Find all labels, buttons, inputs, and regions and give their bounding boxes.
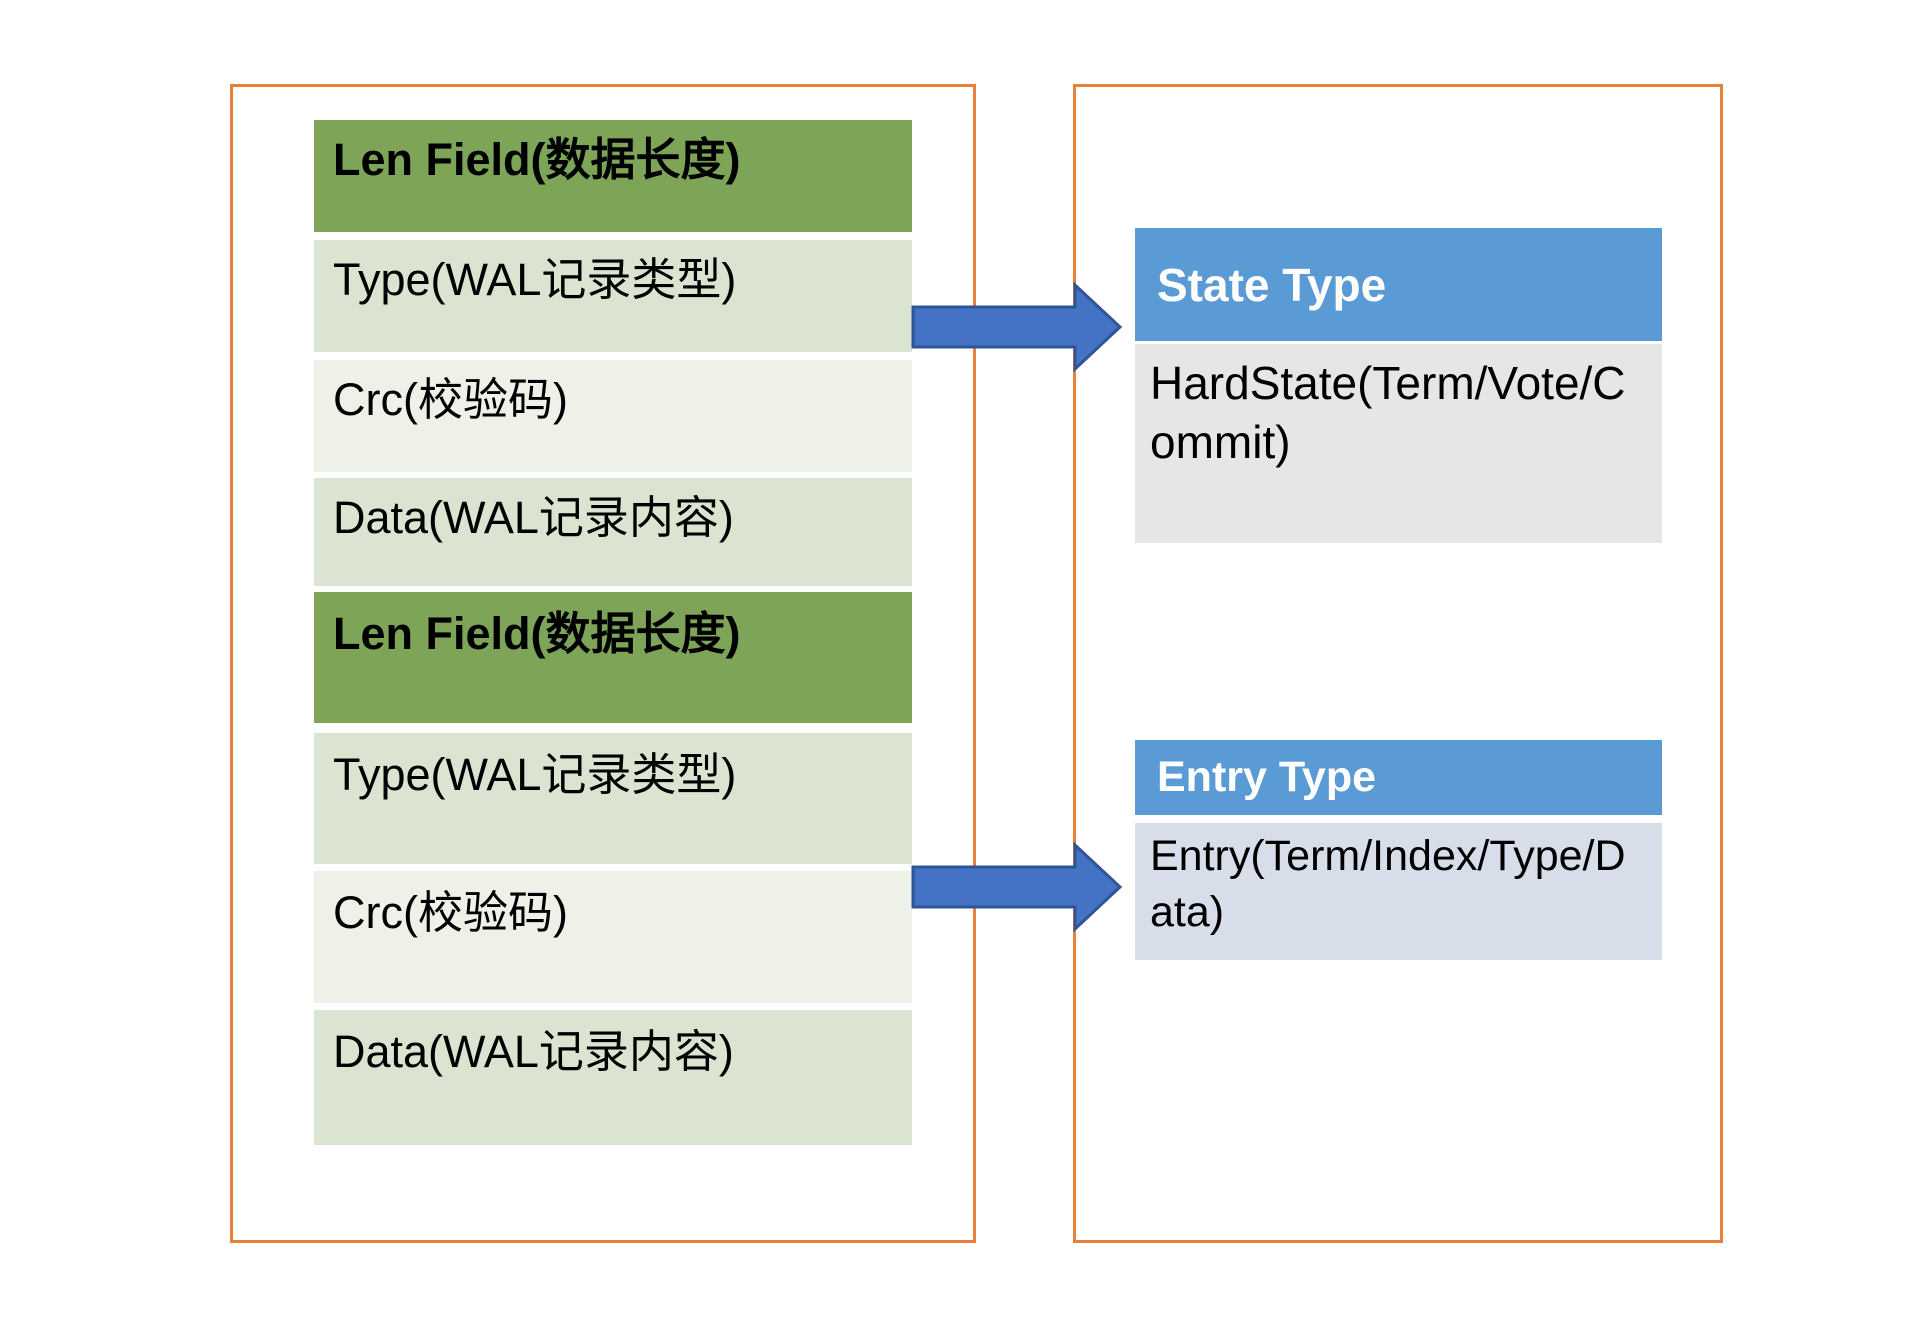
table-row-len-field: Len Field(数据长度): [314, 120, 912, 232]
entry-type-body: Entry(Term/Index/Type/Data): [1135, 823, 1662, 960]
right-arrow-icon: [911, 842, 1123, 932]
state-type-header: State Type: [1135, 228, 1662, 341]
table-row-type: Type(WAL记录类型): [314, 733, 912, 864]
right-arrow-icon: [911, 282, 1123, 372]
table-row-label: Data(WAL记录内容): [333, 492, 734, 543]
table-row-label: Crc(校验码): [333, 887, 568, 938]
wal-file-panel: Len Field(数据长度) Type(WAL记录类型) Crc(校验码) D…: [230, 84, 976, 1243]
table-row-crc: Crc(校验码): [314, 871, 912, 1003]
table-row-label: Crc(校验码): [333, 374, 568, 425]
table-row-label: Len Field(数据长度): [333, 134, 741, 185]
table-row-type: Type(WAL记录类型): [314, 240, 912, 352]
entry-type-box: Entry Type Entry(Term/Index/Type/Data): [1135, 740, 1662, 960]
table-row-data: Data(WAL记录内容): [314, 478, 912, 586]
state-type-body: HardState(Term/Vote/Commit): [1135, 344, 1662, 543]
entry-type-body-text: Entry(Term/Index/Type/Data): [1150, 832, 1626, 936]
table-row-label: Data(WAL记录内容): [333, 1026, 734, 1077]
state-type-body-text: HardState(Term/Vote/Commit): [1150, 357, 1626, 468]
table-row-data: Data(WAL记录内容): [314, 1010, 912, 1145]
table-row-label: Type(WAL记录类型): [333, 254, 737, 305]
state-type-title: State Type: [1157, 258, 1387, 311]
wal-record-table: Len Field(数据长度) Type(WAL记录类型) Crc(校验码) D…: [314, 120, 912, 1145]
table-row-len-field: Len Field(数据长度): [314, 592, 912, 723]
table-row-label: Type(WAL记录类型): [333, 749, 737, 800]
table-row-label: Len Field(数据长度): [333, 608, 741, 659]
table-row-crc: Crc(校验码): [314, 360, 912, 472]
entry-type-title: Entry Type: [1157, 753, 1377, 801]
entry-type-header: Entry Type: [1135, 740, 1662, 815]
record-types-panel: State Type HardState(Term/Vote/Commit) E…: [1073, 84, 1723, 1243]
state-type-box: State Type HardState(Term/Vote/Commit): [1135, 228, 1662, 543]
